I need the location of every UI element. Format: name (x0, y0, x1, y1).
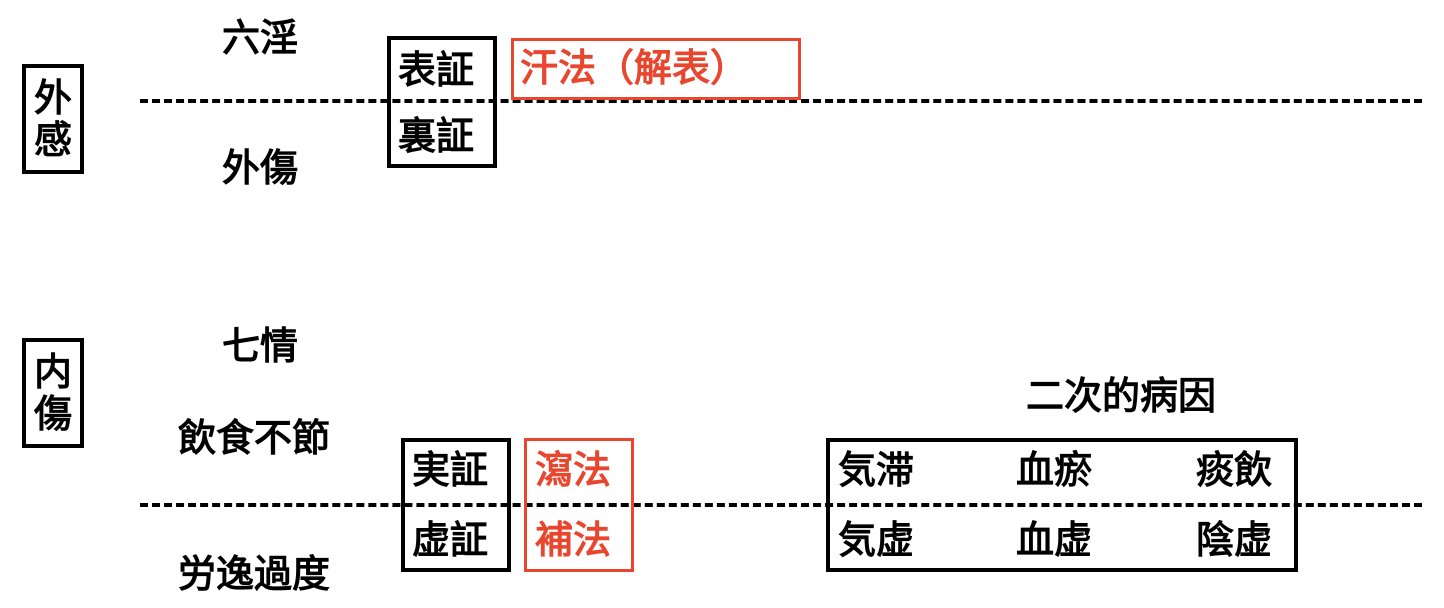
secondary-deficiency-3: 陰虚 (1196, 518, 1273, 562)
divider-lower (140, 503, 1422, 507)
kanpo-label: 汗法（解表） (520, 46, 749, 90)
cause-gaisho: 外傷 (222, 146, 299, 190)
secondary-excess-2: 血瘀 (1016, 448, 1093, 492)
shaho-label: 瀉法 (535, 448, 612, 492)
secondary-deficiency-2: 血虚 (1016, 518, 1093, 562)
jisshou-label: 実証 (412, 448, 489, 492)
hyoshou-label: 表証 (398, 48, 475, 92)
cause-shichijo: 七情 (222, 324, 299, 368)
excess-deficiency-box (401, 438, 511, 572)
exterior-interior-box (387, 36, 497, 168)
cause-inshoku-fusetsu: 飲食不節 (178, 416, 331, 460)
naisho-label-box: 内 傷 (22, 338, 84, 448)
gaikan-label-top: 外 (33, 76, 72, 120)
secondary-excess-1: 気滞 (838, 448, 915, 492)
treatment-method-box (524, 438, 634, 572)
naisho-label-bottom: 傷 (33, 392, 72, 436)
secondary-causes-box (826, 438, 1298, 572)
divider-upper (140, 99, 1422, 103)
rishou-label: 裏証 (398, 114, 475, 158)
cause-roitsu-kado: 労逸過度 (178, 552, 331, 596)
secondary-title: 二次的病因 (1026, 374, 1217, 418)
gaikan-label-bottom: 感 (33, 118, 72, 162)
gaikan-label-box: 外 感 (22, 64, 84, 174)
kanpo-box (511, 38, 801, 100)
cause-rokuin: 六淫 (222, 16, 299, 60)
hoho-label: 補法 (535, 518, 612, 562)
naisho-label-top: 内 (33, 350, 72, 394)
secondary-excess-3: 痰飲 (1196, 448, 1273, 492)
kyoshou-label: 虚証 (412, 518, 489, 562)
secondary-deficiency-1: 気虚 (838, 518, 915, 562)
